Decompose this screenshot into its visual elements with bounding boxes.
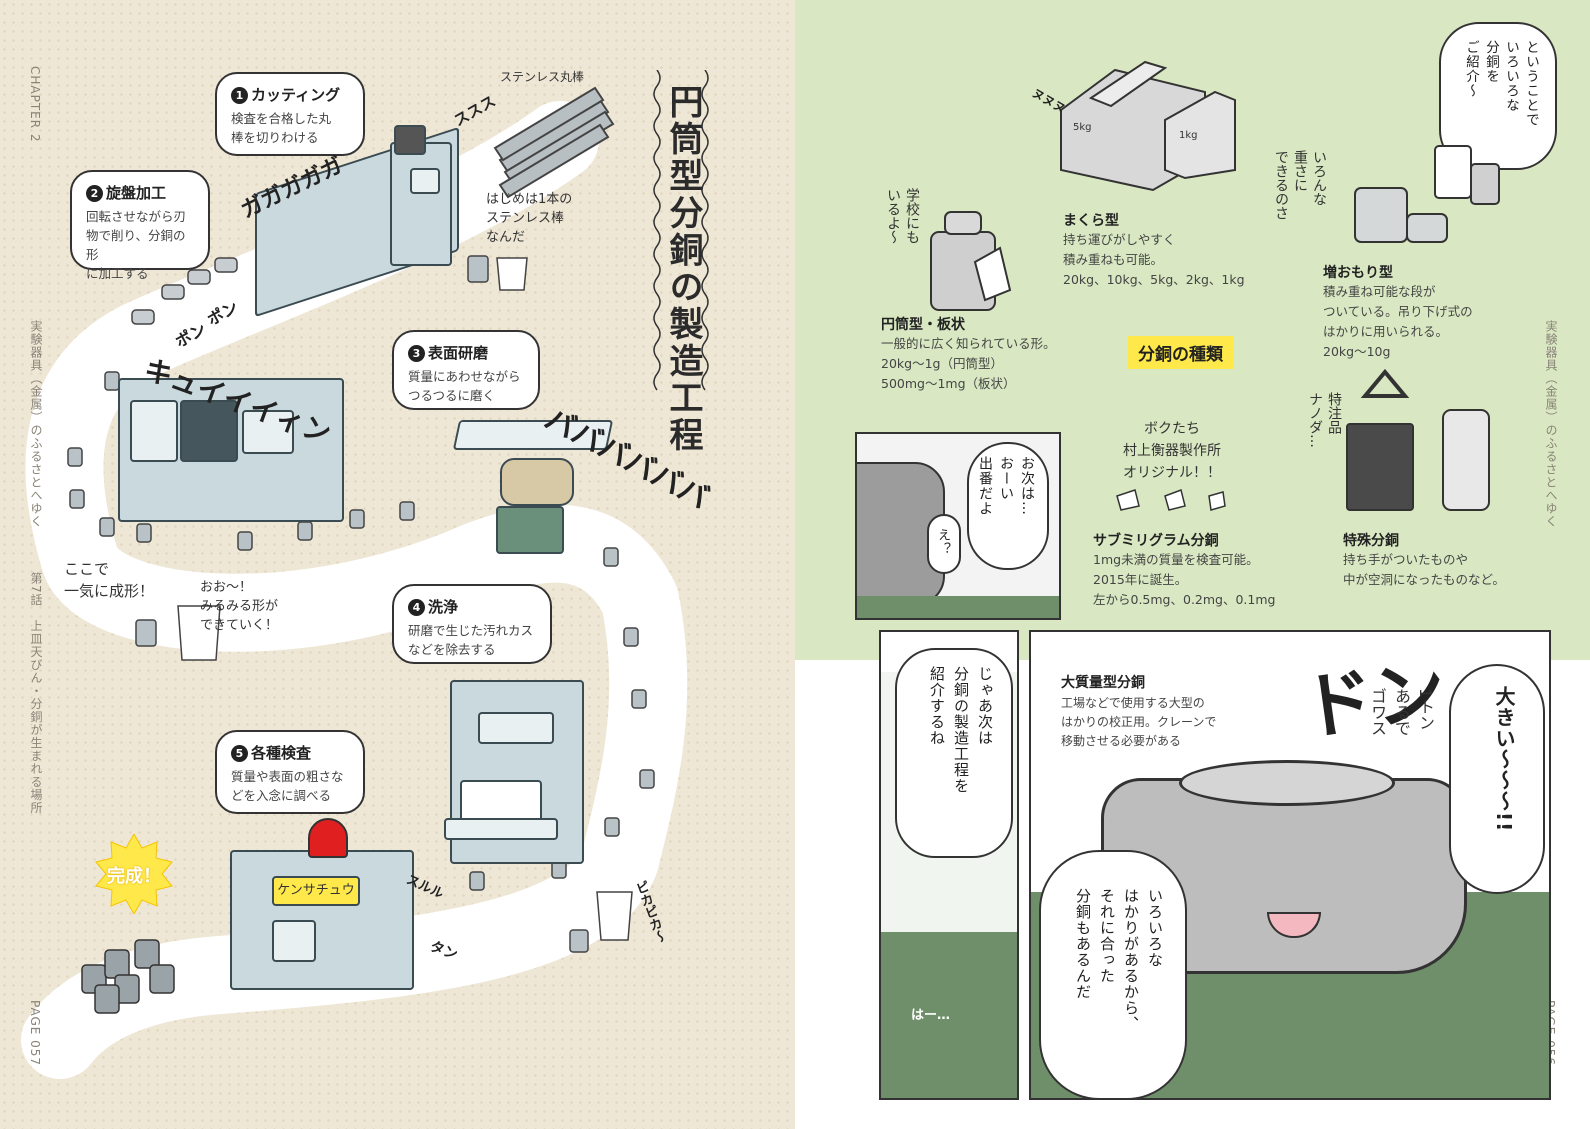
step-1-number: 1 [231,87,248,104]
type-submilligram-desc: 1mg未満の質量を検査可能。 2015年に誕生。 左から0.5mg、0.2mg、… [1093,552,1276,607]
panel-1-reply-text: え？ [935,528,950,556]
step-5-desc: 質量や表面の粗さな どを入念に調べる [231,769,344,803]
type-large-desc: 工場などで使用する大型の はかりの校正用。クレーンで 移動させる必要がある [1061,696,1217,748]
explain-text: いろいろな はかりがあるから、 それに合った 分銅もあるんだ [1074,888,1164,1032]
panel-1-floor [857,596,1059,618]
panel-2-floor [881,932,1017,1098]
step-2-title: 旋盤加工 [106,184,167,202]
inspection-machine [230,850,414,990]
explain-bubble: いろいろな はかりがあるから、 それに合った 分銅もあるんだ [1039,850,1187,1098]
panel-1-speech-bubble: お次は… おーい 出番だよ [967,442,1049,570]
comic-panel-3: 大質量型分銅 工場などで使用する大型の はかりの校正用。クレーンで 移動させる必… [1029,630,1551,1100]
type-cylinder-desc: 一般的に広く知られている形。 20kg〜1g（円筒型） 500mg〜1mg（板状… [881,336,1056,391]
step-4-desc: 研磨で生じた汚れカス などを除去する [408,623,534,657]
running-title-left: 実験器具（金属）のふるさとへゆく [29,320,43,528]
type-stacking-title: 増おもり型 [1323,265,1393,281]
step-3-title: 表面研磨 [428,344,489,362]
original-note: ボクたち 村上衡器製作所 オリジナル！！ [1123,421,1221,481]
step-4-title: 洗浄 [428,598,459,616]
lathe-window-inner [180,400,238,462]
sfx-haa: はー… [911,1008,951,1023]
panel-1-reply-bubble: え？ [927,514,961,574]
right-page: 実験器具（金属）のふるさとへゆく PAGE 056 ということで いろいろな 分… [795,0,1590,1129]
type-large-title: 大質量型分銅 [1061,675,1145,691]
step-2-number: 2 [86,185,103,202]
panel-1-speech-text: お次は… おーい 出番だよ [977,456,1035,516]
type-cylinder-title: 円筒型・板状 [881,317,965,333]
type-makura-title: まくら型 [1063,213,1119,229]
running-title-right: 実験器具（金属）のふるさとへゆく [1544,320,1558,528]
forming-reaction-note: おお〜！ みるみる形が できていく！ [200,580,279,633]
one-ton-note: 1トン あるで ゴワス [1368,688,1435,736]
episode-title: 第7話 上皿天びん・分銅が生まれる場所 [29,572,43,815]
panel-2-speech-text: じゃあ次は 分銅の製造工程を 紹介するね [928,666,994,794]
type-special-desc: 持ち手がついたものや 中が空洞になったものなど。 [1343,552,1505,587]
comic-panel-1: お次は… おーい 出番だよ え？ [855,432,1061,620]
step-5-title: 各種検査 [251,744,312,762]
polishing-drum [500,458,574,506]
special-note: 特注品 ナノダ… [1307,392,1342,448]
weight-label-1kg: 1kg [1179,130,1198,141]
comic-panel-2: じゃあ次は 分銅の製造工程を 紹介するね はー… [879,630,1019,1100]
washing-tray [444,818,558,840]
step-3-desc: 質量にあわせながら つるつるに磨く [408,369,521,403]
step-5-number: 5 [231,745,248,762]
cutting-clamp [394,125,426,155]
chapter-label: CHAPTER 2 [28,66,42,143]
cutting-panel [410,168,440,194]
left-page: CHAPTER 2 実験器具（金属）のふるさとへゆく 第7話 上皿天びん・分銅が… [0,0,795,1129]
polishing-base [496,506,564,554]
done-burst: 完成！ [94,832,174,916]
big-exclaim-bubble: 大きい〜〜〜!! [1449,664,1545,894]
step-2-desc: 回転させながら刃 物で削り、分銅の形 に加工する [86,209,187,281]
giant-weight-top [1179,760,1395,806]
inspection-screen: ケンサチュウ [272,876,360,906]
lathe-control-panel [242,410,294,454]
rod-note: はじめは1本の ステンレス棒 なんだ [486,192,573,245]
panel-2-speech-bubble: じゃあ次は 分銅の製造工程を 紹介するね [895,648,1013,858]
done-label: 完成！ [107,866,161,887]
giant-weight-face [1261,856,1321,938]
forming-note: ここで 一気に成形！ [64,560,155,600]
variety-note: いろんな 重さに できるのさ [1273,150,1327,220]
types-heading: 分銅の種類 [1128,336,1233,369]
big-exclaim-text: 大きい〜〜〜!! [1492,686,1516,833]
rod-label: ステンレス丸棒 [500,70,585,84]
step-3-number: 3 [408,345,425,362]
school-note: 学校にも いるよ〜 [885,188,920,244]
type-makura-desc: 持ち運びがしやすく 積み重ねも可能。 20kg、10kg、5kg、2kg、1kg [1063,232,1245,287]
step-1-title: カッティング [251,86,341,104]
cutting-machine-head [390,142,452,266]
step-1-desc: 検査を合格した丸 棒を切りわける [231,111,332,145]
step-4-number: 4 [408,599,425,616]
main-title: 円筒型分銅の製造工程 [663,84,703,454]
warning-lamp-icon [308,818,348,858]
weights-illustration [930,60,1500,511]
main-title-box: 円筒型分銅の製造工程 [651,70,711,454]
inspection-keypad [272,920,316,962]
inspection-screen-label: ケンサチュウ [277,883,355,898]
weight-label-5kg: 5kg [1073,122,1092,133]
intro-bubble-text: ということで いろいろな 分銅を ご紹介〜 [1463,40,1539,127]
page-number-left: PAGE 057 [28,1000,42,1067]
type-special-title: 特殊分銅 [1343,533,1399,549]
type-stacking-desc: 積み重ね可能な段が ついている。吊り下げ式の はかりに用いられる。 20kg〜1… [1323,284,1473,359]
washing-panel [478,712,554,744]
lathe-window [130,400,178,462]
type-submilligram-title: サブミリグラム分銅 [1093,533,1219,549]
